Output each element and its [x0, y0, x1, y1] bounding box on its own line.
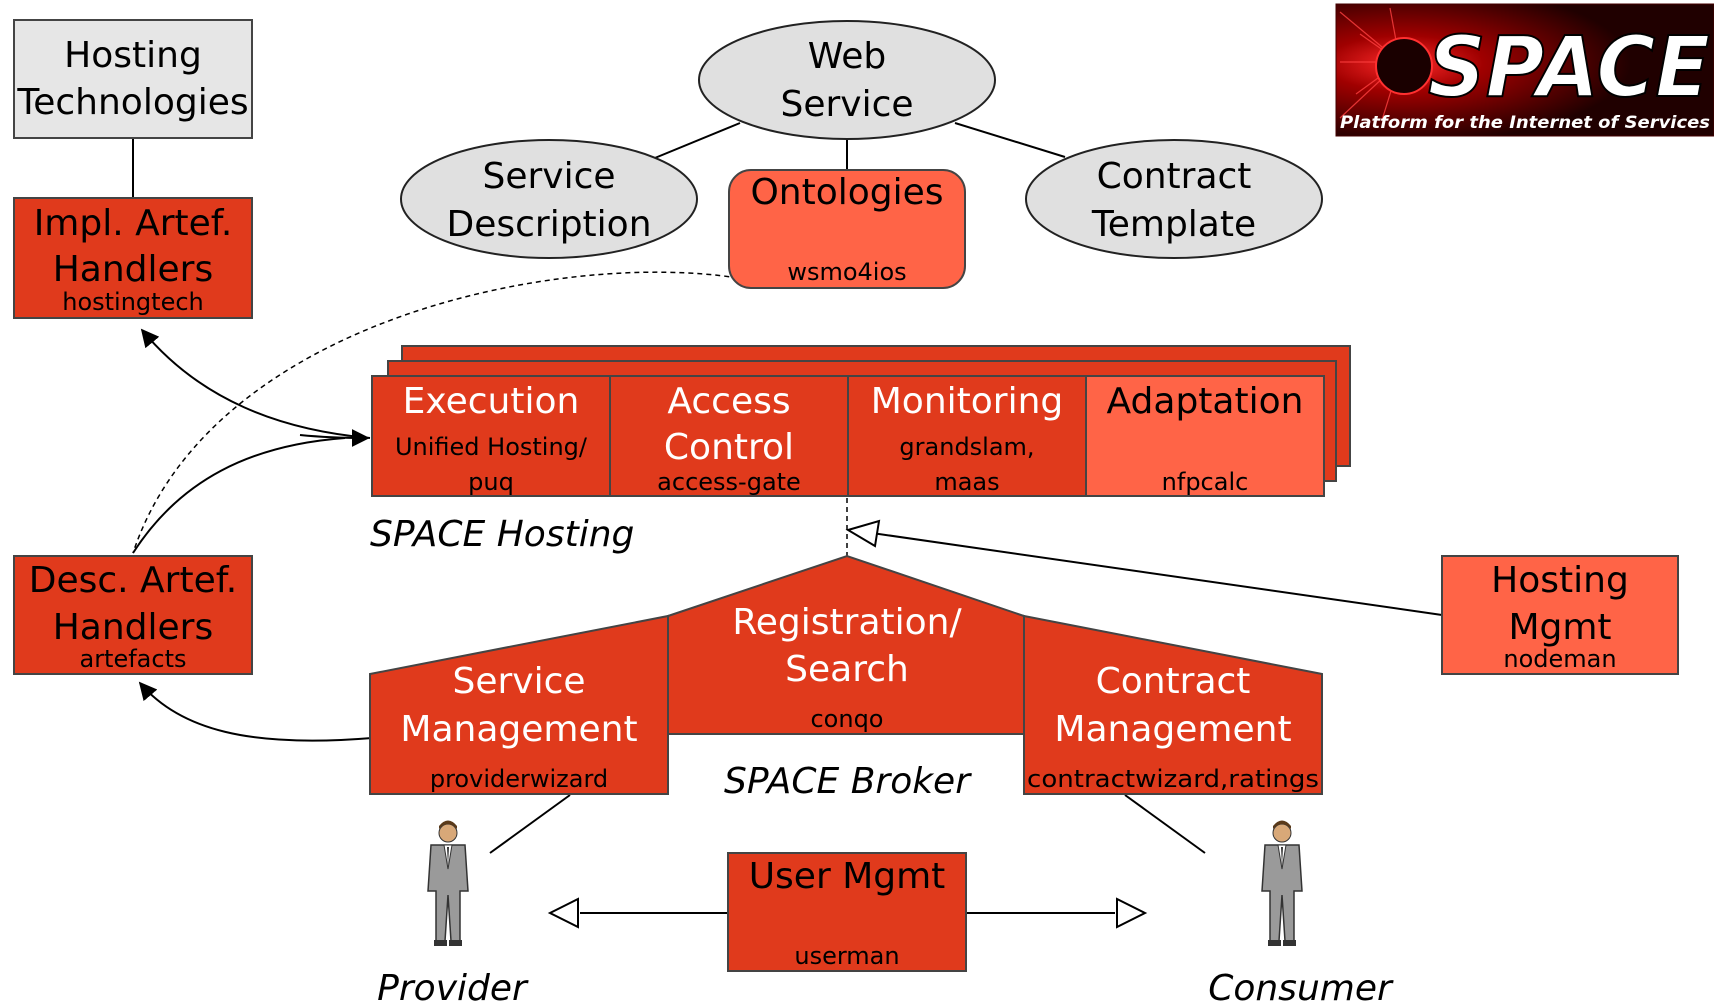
contract-management-node: Contract Management contractwizard,ratin…	[1023, 614, 1323, 795]
edge-contractmgmt-consumer	[1124, 794, 1206, 854]
execution-sub1: Unified Hosting/	[395, 433, 588, 461]
ontologies-node: Ontologies wsmo4ios	[728, 169, 966, 289]
contract-management-line1: Contract	[1096, 661, 1251, 702]
contract-template-node: Contract Template	[1025, 139, 1323, 259]
access-control-sub: access-gate	[657, 468, 801, 496]
registration-line2: Search	[785, 649, 909, 690]
adaptation-cell: Adaptation nfpcalc	[1085, 375, 1325, 497]
adaptation-title: Adaptation	[1107, 381, 1304, 422]
edge-web-description	[649, 122, 741, 161]
service-management-line1: Service	[452, 661, 585, 702]
edge-ontologies-desc-dashed	[132, 271, 739, 554]
access-control-line1: Access	[667, 381, 790, 422]
execution-sub2: puq	[468, 468, 514, 496]
service-description-node: Service Description	[400, 139, 698, 259]
desc-artef-line2: Handlers	[53, 607, 214, 648]
service-management-sub: providerwizard	[430, 765, 608, 793]
service-description-line2: Description	[446, 204, 651, 245]
space-hosting-label: SPACE Hosting	[370, 514, 634, 555]
logo-word: SPACE	[1428, 18, 1710, 116]
impl-artef-line2: Handlers	[53, 249, 214, 290]
registration-sub: conqo	[810, 705, 883, 733]
provider-person-icon	[427, 820, 469, 946]
edge-desc-execution	[132, 437, 346, 554]
ontologies-sub: wsmo4ios	[787, 258, 906, 286]
access-control-line2: Control	[664, 427, 794, 468]
consumer-person-icon	[1261, 820, 1303, 946]
execution-cell: Execution Unified Hosting/ puq	[371, 375, 611, 497]
space-logo: SPACE Platform for the Internet of Servi…	[1335, 3, 1714, 137]
monitoring-sub1: grandslam,	[899, 433, 1034, 461]
hosting-technologies-box: Hosting Technologies	[13, 19, 253, 139]
desc-artef-handlers-box: Desc. Artef. Handlers artefacts	[13, 555, 253, 675]
ontologies-line1: Ontologies	[750, 172, 943, 213]
edge-hostingmgmt-hosting	[871, 532, 1443, 616]
access-control-cell: Access Control access-gate	[609, 375, 849, 497]
monitoring-sub2: maas	[934, 468, 999, 496]
connectors	[132, 122, 1443, 914]
edge-servicemgmt-desc	[138, 681, 373, 742]
arrowhead-hosting	[845, 519, 881, 548]
service-management-line2: Management	[400, 709, 637, 750]
logo-tagline: Platform for the Internet of Services	[1340, 113, 1710, 133]
contract-template-line1: Contract	[1097, 156, 1252, 197]
hosting-mgmt-sub: nodeman	[1503, 645, 1616, 673]
monitoring-title: Monitoring	[871, 381, 1064, 422]
user-mgmt-box: User Mgmt userman	[727, 852, 967, 972]
edge-web-contract	[954, 122, 1066, 158]
hosting-mgmt-line1: Hosting	[1491, 560, 1629, 601]
registration-line1: Registration/	[732, 602, 962, 643]
provider-label: Provider	[377, 968, 529, 1004]
edge-execution-impl	[140, 328, 371, 439]
arrowhead-consumer	[1116, 897, 1148, 929]
hosting-technologies-line1: Hosting	[64, 35, 202, 76]
edge-servicemgmt-provider	[489, 794, 571, 854]
web-service-line2: Service	[780, 84, 913, 125]
space-broker-label: SPACE Broker	[724, 761, 972, 802]
contract-management-line2: Management	[1054, 709, 1291, 750]
logo-orb-icon	[1375, 37, 1433, 95]
hosting-mgmt-box: Hosting Mgmt nodeman	[1441, 555, 1679, 675]
execution-title: Execution	[403, 381, 580, 422]
user-mgmt-title: User Mgmt	[749, 856, 946, 897]
contract-management-sub: contractwizard,ratings	[1027, 765, 1319, 793]
desc-artef-line1: Desc. Artef.	[29, 560, 238, 601]
adaptation-sub: nfpcalc	[1162, 468, 1249, 496]
web-service-line1: Web	[808, 36, 887, 77]
monitoring-cell: Monitoring grandslam, maas	[847, 375, 1087, 497]
desc-artef-sub: artefacts	[79, 645, 186, 673]
service-description-line1: Service	[482, 156, 615, 197]
hosting-technologies-line2: Technologies	[16, 82, 248, 123]
web-service-node: Web Service	[698, 20, 996, 140]
edge-impl-execution	[299, 428, 370, 447]
hosting-mgmt-line2: Mgmt	[1508, 607, 1611, 648]
impl-artef-sub: hostingtech	[62, 288, 204, 316]
registration-search-node: Registration/ Search conqo	[667, 554, 1025, 735]
impl-artef-handlers-box: Impl. Artef. Handlers hostingtech	[13, 197, 253, 319]
service-management-node: Service Management providerwizard	[369, 614, 669, 795]
contract-template-line2: Template	[1091, 204, 1256, 245]
impl-artef-line1: Impl. Artef.	[34, 203, 233, 244]
arrowhead-provider	[547, 897, 579, 929]
consumer-label: Consumer	[1208, 968, 1394, 1004]
open-arrowheads	[547, 519, 1148, 929]
user-mgmt-sub: userman	[794, 942, 899, 970]
